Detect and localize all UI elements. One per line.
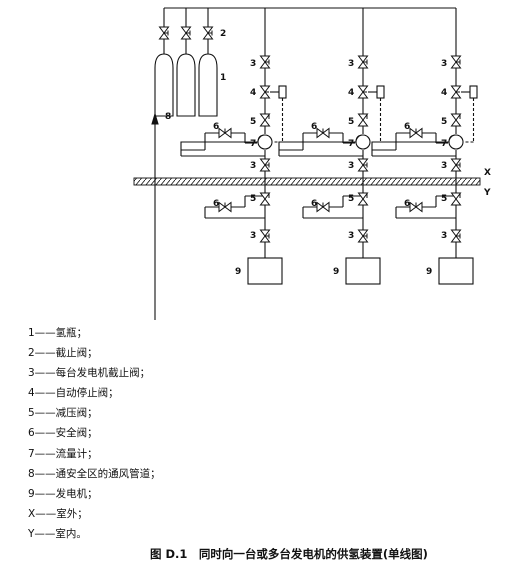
label-safety-valve: 6	[311, 199, 317, 209]
label-stop-valve: 3	[348, 161, 354, 171]
label-safety-valve: 6	[404, 199, 410, 209]
label-reducing-valve: 5	[441, 117, 447, 127]
legend: 1——氢瓶； 2——截止阀； 3——每台发电机截止阀； 4——自动停止阀； 5—…	[28, 323, 328, 544]
label-stop-valve: 3	[348, 59, 354, 69]
label-reducing-valve: 5	[348, 117, 354, 127]
wall	[133, 177, 481, 186]
label-stop-valve: 3	[441, 161, 447, 171]
label-vent-pipe: 8	[165, 112, 171, 122]
generator-branch-2	[278, 7, 385, 285]
legend-item: 8——通安全区的通风管道；	[28, 467, 161, 480]
legend-item: 6——安全阀；	[28, 427, 98, 440]
label-indoor: Y	[483, 188, 491, 198]
legend-item: X——室外；	[28, 507, 88, 520]
label-generator: 9	[426, 267, 432, 277]
figure-caption: 图 D.1 同时向一台或多台发电机的供氢装置(单线图)	[150, 547, 428, 561]
legend-item: 9——发电机；	[28, 487, 98, 500]
label-safety-valve: 6	[404, 122, 410, 132]
label-stop-valve: 3	[250, 59, 256, 69]
label-reducing-valve: 5	[441, 194, 447, 204]
legend-item: 3——每台发电机截止阀；	[28, 367, 151, 380]
hydrogen-supply-diagram: 2 1 8 X Y 3 4 5 7 6 3 5 6 3 9 3 4 5 7 6 …	[133, 7, 491, 320]
generator-branch-3	[371, 7, 478, 285]
label-flow-meter: 7	[441, 139, 447, 149]
label-safety-valve: 6	[213, 122, 219, 132]
legend-item: 2——截止阀；	[28, 347, 98, 360]
label-stop-valve: 3	[250, 231, 256, 241]
label-reducing-valve: 5	[348, 194, 354, 204]
label-outdoor: X	[484, 168, 491, 178]
label-auto-stop-valve: 4	[250, 88, 256, 98]
legend-item: 4——自动停止阀；	[28, 387, 119, 400]
label-reducing-valve: 5	[250, 194, 256, 204]
label-safety-valve: 6	[311, 122, 317, 132]
diagram-labels: 2 1 8 X Y 3 4 5 7 6 3 5 6 3 9 3 4 5 7 6 …	[165, 29, 491, 277]
label-flow-meter: 7	[250, 139, 256, 149]
legend-item: 7——流量计；	[28, 447, 98, 460]
label-stop-valve: 3	[348, 231, 354, 241]
label-auto-stop-valve: 4	[441, 88, 447, 98]
label-reducing-valve: 5	[250, 117, 256, 127]
label-auto-stop-valve: 4	[348, 88, 354, 98]
legend-item: 1——氢瓶；	[28, 327, 88, 339]
legend-item: 5——减压阀；	[28, 407, 98, 420]
label-stop-valve: 3	[250, 161, 256, 171]
legend-item: Y——室内。	[28, 527, 87, 540]
label-cylinder-valve: 2	[220, 29, 226, 39]
label-generator: 9	[333, 267, 339, 277]
hydrogen-cylinders	[154, 53, 218, 117]
label-safety-valve: 6	[213, 199, 219, 209]
label-stop-valve: 3	[441, 231, 447, 241]
label-cylinder: 1	[220, 73, 226, 83]
label-stop-valve: 3	[441, 59, 447, 69]
label-generator: 9	[235, 267, 241, 277]
vent-pipe	[151, 112, 159, 320]
generator-branch-1	[180, 8, 287, 285]
cylinder-valves	[158, 26, 214, 40]
label-flow-meter: 7	[348, 139, 354, 149]
